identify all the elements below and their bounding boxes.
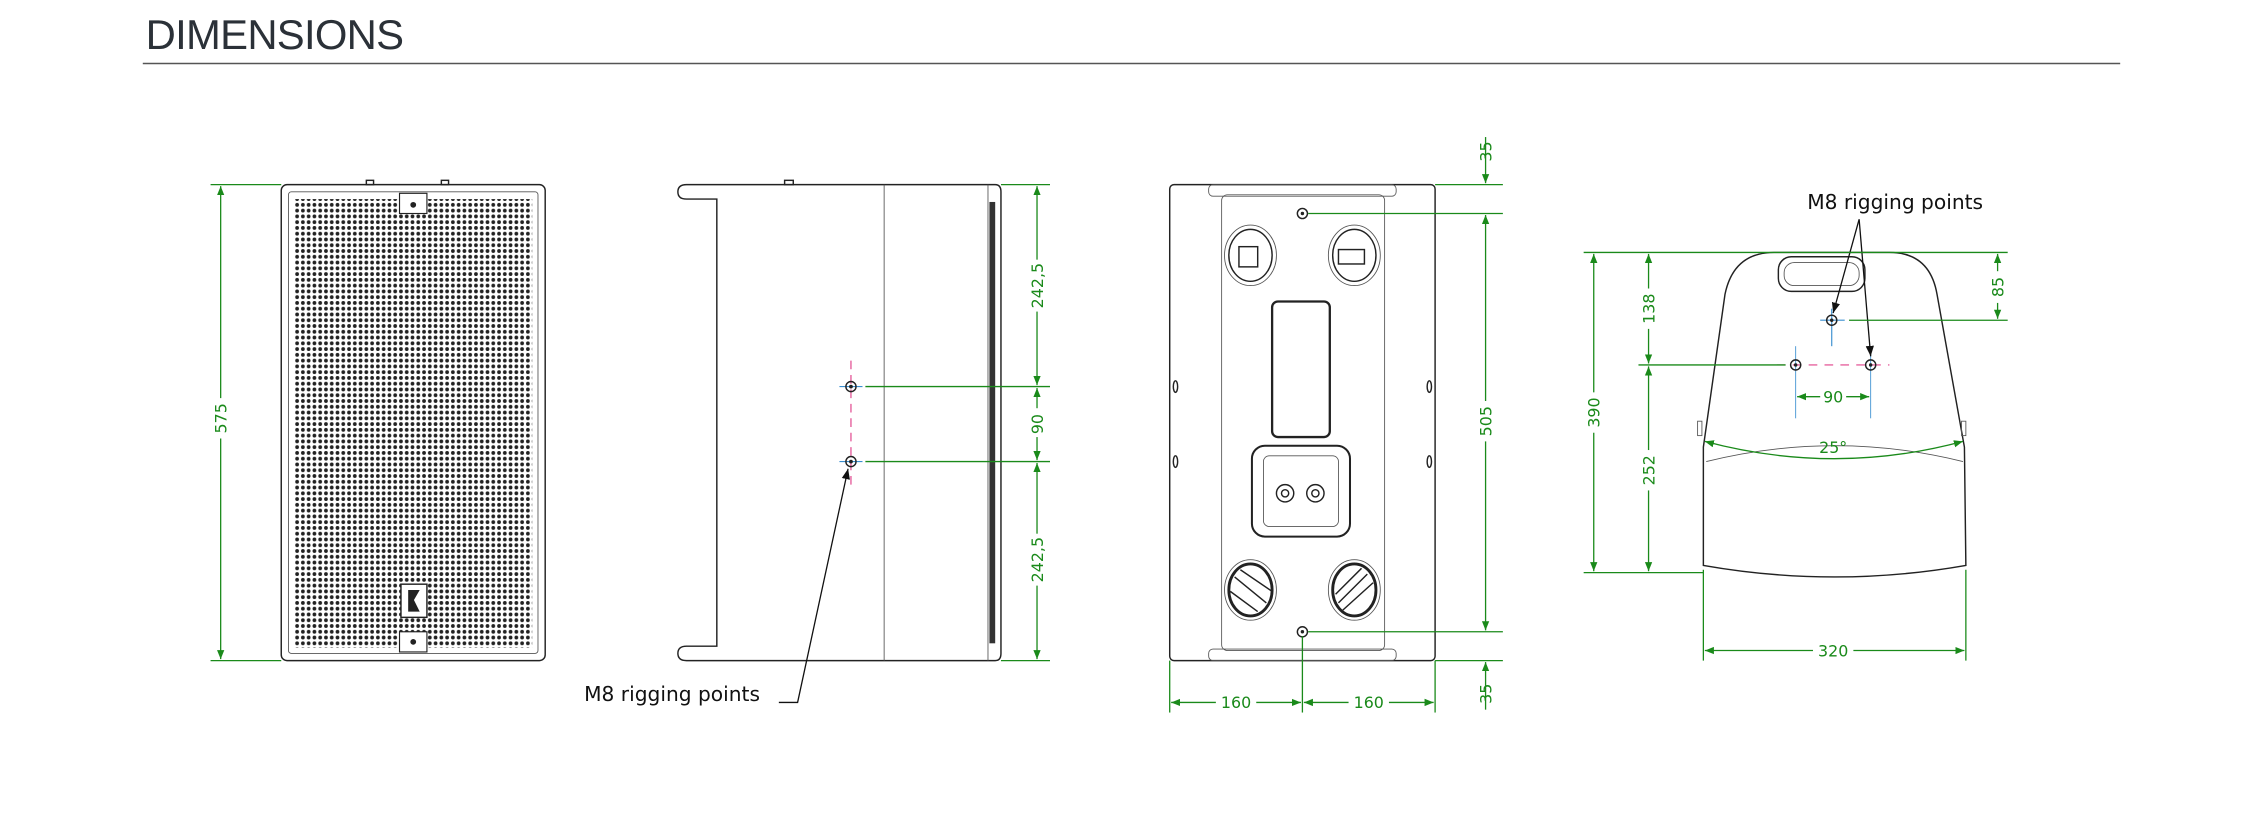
rear-left-half-label: 160 <box>1221 693 1251 712</box>
front-view: 575 <box>210 179 546 662</box>
page-title: DIMENSIONS <box>146 11 404 58</box>
front-height-label: 575 <box>211 403 230 433</box>
side-rigging-callout: M8 rigging points <box>584 682 760 706</box>
rear-right-half-label: 160 <box>1354 693 1384 712</box>
top-lower-label: 252 <box>1639 455 1658 485</box>
top-view: M8 rigging points 390 138 252 85 90 25° … <box>1583 190 2008 661</box>
side-view: 242,5 90 242,5 M8 rigging points <box>584 179 1050 706</box>
top-upper-label: 138 <box>1639 294 1658 324</box>
rear-view: 35 505 35 160 160 <box>1168 137 1503 713</box>
top-rigging-callout: M8 rigging points <box>1807 190 1983 214</box>
side-bottom-label: 242,5 <box>1028 537 1047 582</box>
top-angle-label: 25° <box>1819 438 1847 457</box>
top-width-label: 320 <box>1818 641 1848 660</box>
rear-rigging-span-label: 505 <box>1476 406 1495 436</box>
top-height-label: 390 <box>1585 397 1604 427</box>
top-spacing-label: 90 <box>1823 387 1843 406</box>
rigging-point-upper <box>845 380 857 393</box>
side-spacing-label: 90 <box>1028 414 1047 434</box>
rear-top-offset-label: 35 <box>1476 141 1495 161</box>
side-top-label: 242,5 <box>1028 263 1047 308</box>
rigging-point-lower <box>845 455 857 468</box>
top-point-offset-label: 85 <box>1988 277 2007 297</box>
rear-bottom-offset-label: 35 <box>1476 684 1495 704</box>
